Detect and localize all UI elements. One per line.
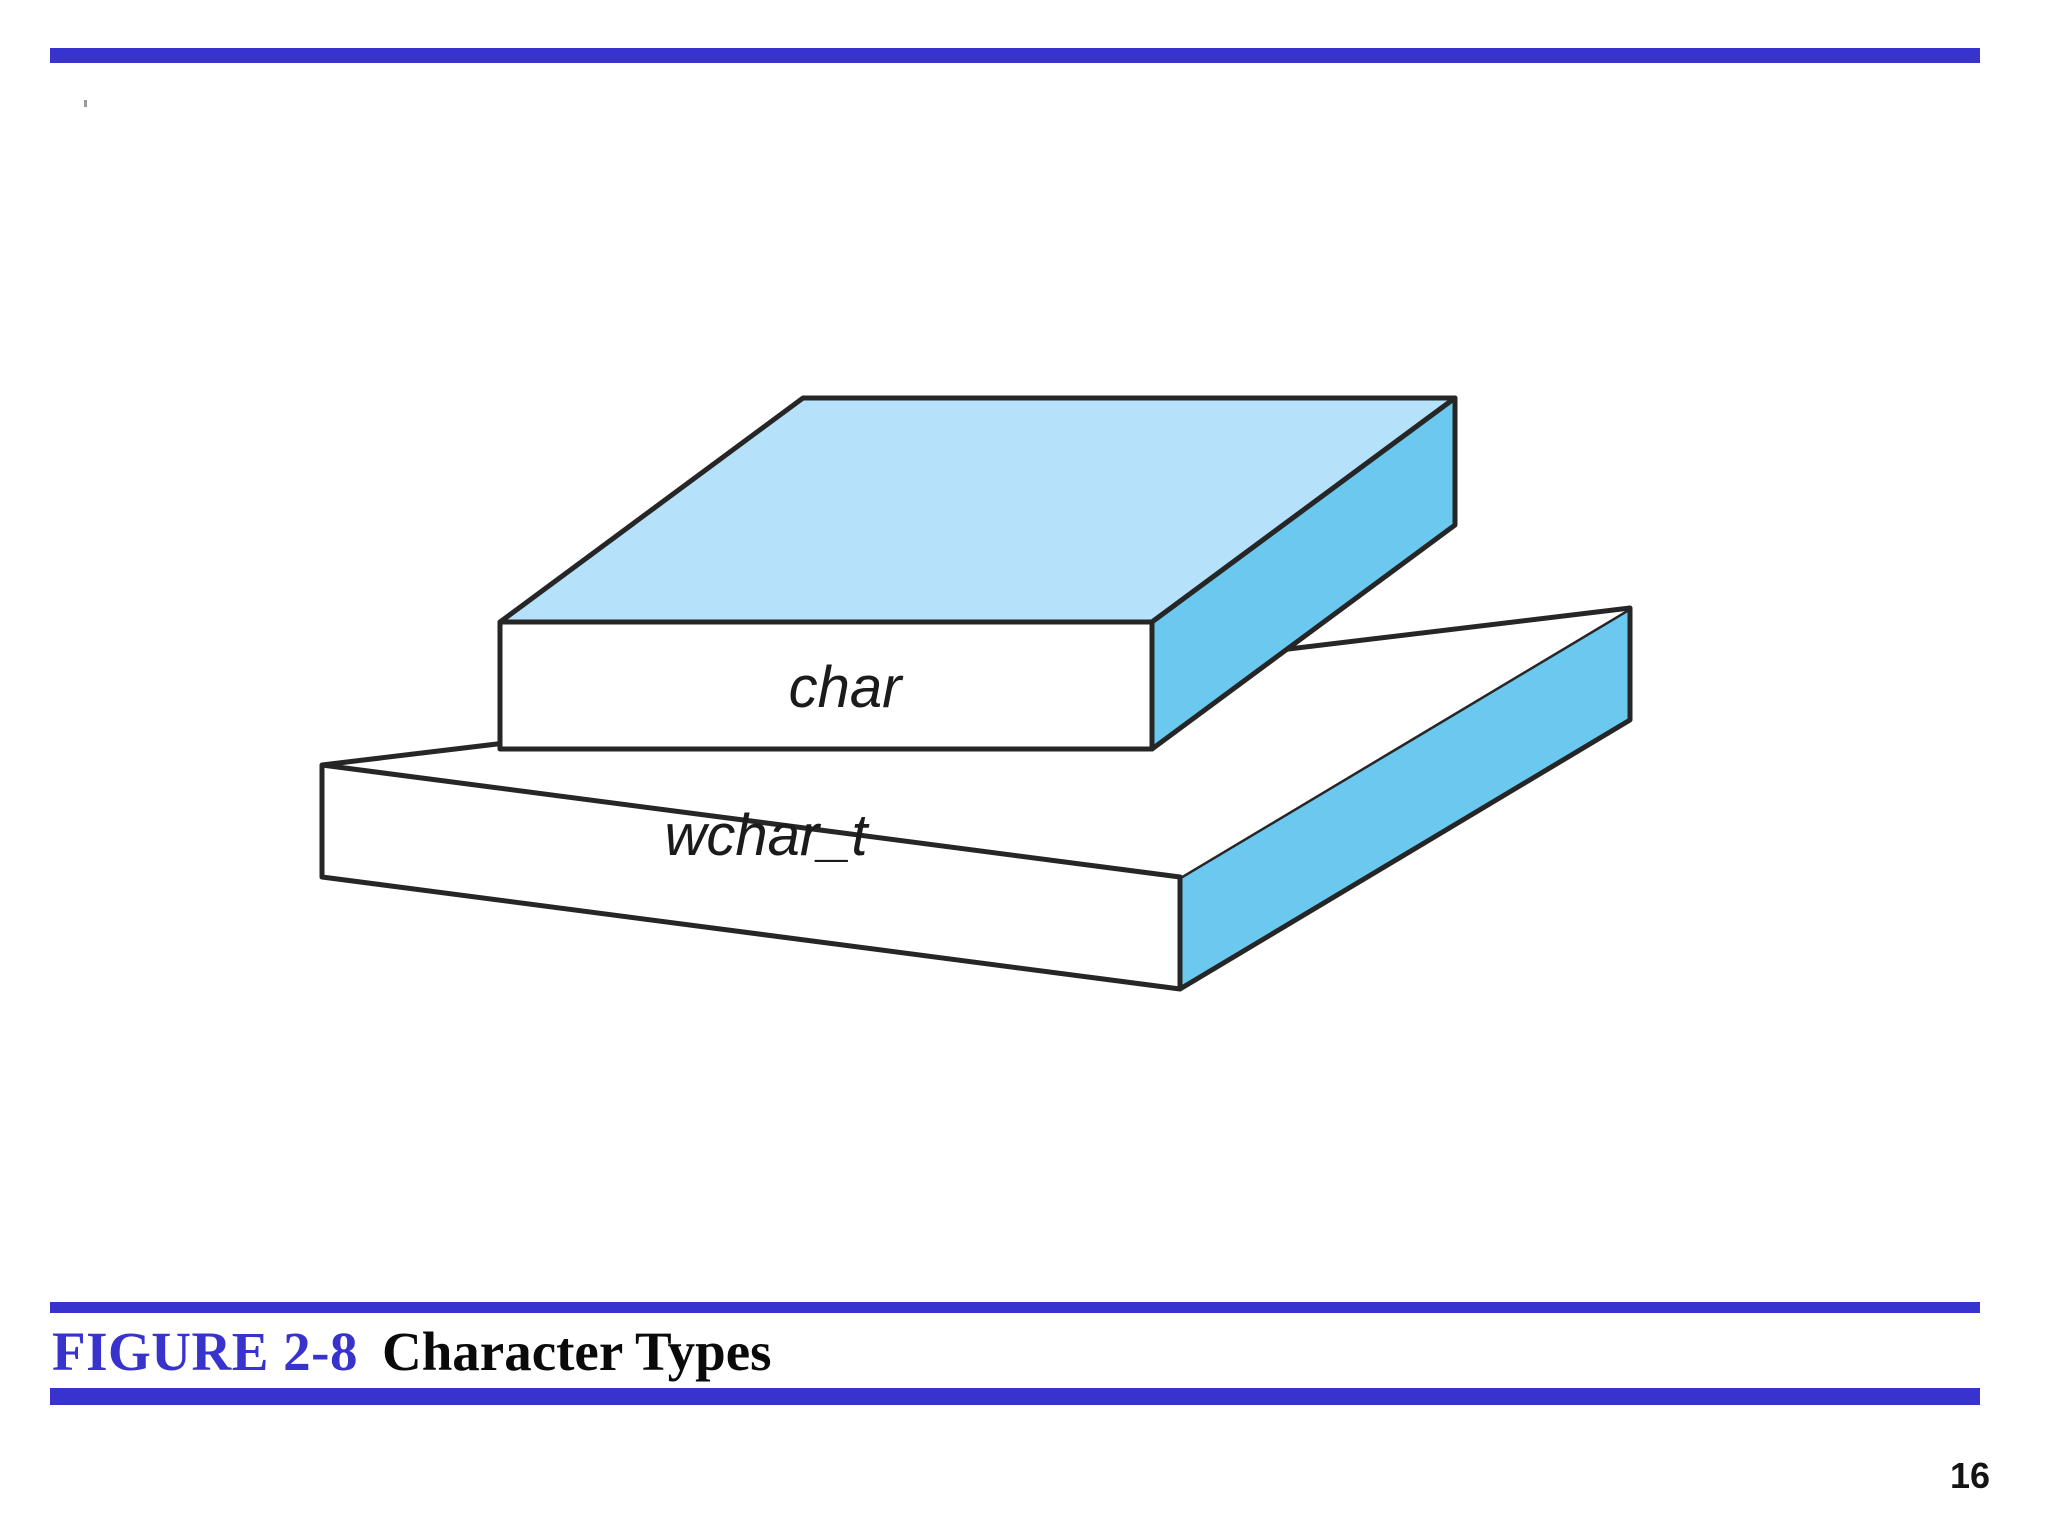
char-front-face bbox=[497, 619, 1155, 752]
character-types-diagram: wchar_t char bbox=[319, 395, 1633, 992]
caption-bottom-rule bbox=[50, 1388, 1980, 1405]
figure-area: wchar_t char bbox=[0, 110, 2048, 1270]
char-label: char bbox=[789, 655, 905, 720]
page-number: 16 bbox=[1949, 1455, 1990, 1496]
wchar-t-label: wchar_t bbox=[664, 803, 870, 868]
caption-title: Character Types bbox=[381, 1320, 772, 1382]
top-horizontal-rule bbox=[50, 48, 1980, 63]
caption-figure-label: FIGURE 2-8 bbox=[52, 1320, 358, 1382]
figure-caption: FIGURE 2-8 Character Types bbox=[52, 1316, 1952, 1386]
caption-top-rule bbox=[50, 1302, 1980, 1313]
page-speck-artifact bbox=[84, 100, 87, 107]
wchar-t-front-face bbox=[319, 762, 1183, 992]
